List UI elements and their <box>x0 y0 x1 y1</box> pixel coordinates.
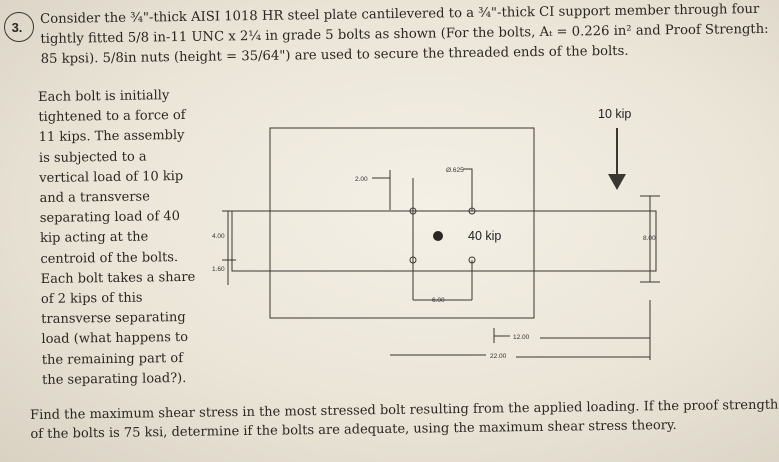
separating-load-label: 40 kip <box>468 229 501 243</box>
dim-12: 12.00 <box>513 334 530 341</box>
dim-2: 2.00 <box>355 176 368 183</box>
support-member-outline <box>269 127 535 319</box>
question-number-circle: 3. <box>4 12 34 42</box>
dim-22: 22.00 <box>490 353 507 360</box>
bolted-plate-diagram: 10 kip 40 kip 2.00 Ø.625 4.00 1.60 6.00 … <box>212 107 660 360</box>
dim-1-6: 1.60 <box>212 266 225 273</box>
dim-4: 4.00 <box>212 233 225 240</box>
load-arrow-head-icon <box>608 174 626 190</box>
vertical-load-label: 10 kip <box>598 107 631 121</box>
centroid-dot-icon <box>433 231 443 241</box>
dim-hole: Ø.625 <box>446 167 464 174</box>
dim-8: 8.00 <box>643 235 656 242</box>
steel-plate-outline <box>231 210 657 272</box>
dim-6: 6.00 <box>432 297 445 304</box>
homework-page: 3. Consider the ¾"-thick AISI 1018 HR st… <box>4 2 778 442</box>
